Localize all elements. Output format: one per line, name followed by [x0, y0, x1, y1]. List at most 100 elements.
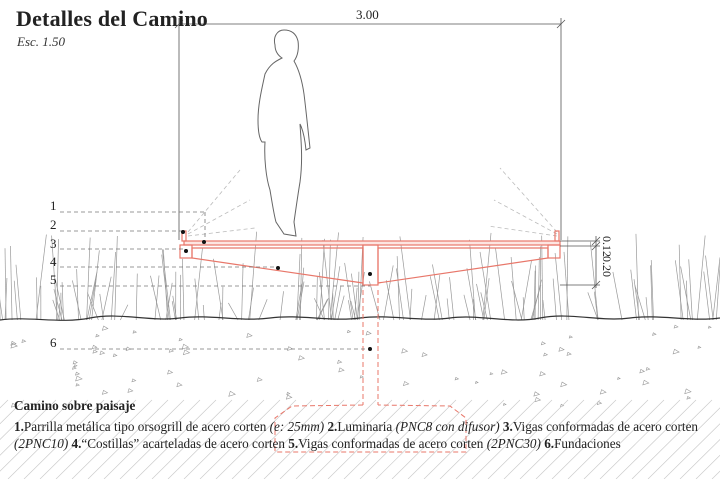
grass-blade — [101, 276, 112, 321]
grass-blade — [154, 275, 160, 321]
soil-speckle — [21, 339, 27, 343]
item-4-num: 4. — [71, 436, 82, 451]
soil-speckle — [645, 367, 651, 371]
grass-blade — [0, 298, 4, 321]
soil-texture — [10, 324, 712, 408]
grass-blade — [4, 248, 7, 321]
soil-speckle — [167, 369, 174, 375]
item-2-note: (PNC8 con difusor) — [395, 419, 500, 434]
grass-blade — [316, 299, 328, 321]
soil-speckle — [568, 335, 574, 339]
grass-blade — [202, 304, 205, 321]
soil-speckle — [74, 371, 81, 376]
hatch-line — [599, 399, 681, 479]
grass-blade — [396, 256, 400, 321]
grass-blade — [385, 280, 395, 321]
grass-blade — [316, 276, 318, 321]
grass-blade — [15, 264, 22, 321]
hatch-line — [679, 439, 720, 479]
grass-blade — [163, 249, 168, 321]
soil-speckle — [346, 329, 352, 334]
hatch-line — [0, 399, 41, 440]
soil-speckle — [686, 396, 692, 400]
grass-blade — [88, 275, 97, 321]
height-dimension — [560, 236, 601, 290]
item-6-text: Fundaciones — [554, 436, 621, 451]
rock-hatch — [0, 399, 720, 479]
grass-blade — [317, 298, 329, 321]
grass-blade — [91, 250, 100, 321]
soil-speckle — [402, 381, 410, 387]
grass-blade — [13, 280, 18, 321]
grass-blade — [534, 265, 537, 321]
leader-lines — [60, 211, 370, 350]
label-5: 5 — [50, 272, 57, 287]
soil-speckle — [365, 330, 372, 336]
hatch-line — [327, 399, 409, 479]
grass-blade — [110, 251, 116, 321]
soil-speckle — [75, 383, 80, 387]
item-2-num: 2. — [327, 419, 338, 434]
steel-structure — [179, 230, 561, 286]
grass-blade — [35, 234, 47, 321]
grass-blade — [531, 279, 542, 321]
hatch-line — [359, 399, 441, 479]
grass-blade — [712, 257, 720, 321]
soil-speckle — [642, 379, 650, 386]
grass-blade — [645, 297, 649, 321]
grass-blade — [194, 278, 200, 321]
grass-blade — [328, 239, 331, 321]
grass-blade — [322, 240, 332, 321]
caption-title: Camino sobre paisaje — [14, 398, 136, 413]
grass-blade — [348, 300, 352, 321]
soil-speckle — [246, 332, 253, 338]
grass-blade — [476, 283, 485, 321]
reference-dots — [181, 230, 372, 351]
hatch-line — [455, 399, 537, 479]
grass-blade — [318, 272, 325, 321]
grass-blade — [357, 271, 360, 321]
grass-blade — [563, 251, 570, 321]
label-6: 6 — [50, 335, 57, 350]
soil-speckle — [707, 325, 712, 329]
soil-speckle — [502, 402, 507, 406]
hatch-line — [263, 399, 345, 479]
grass-blade — [469, 239, 476, 321]
soil-speckle — [489, 372, 494, 376]
soil-speckle — [338, 367, 345, 373]
soil-speckle — [697, 345, 702, 349]
page-title: Detalles del Camino — [16, 6, 209, 31]
soil-speckle — [401, 348, 409, 354]
soil-speckle — [474, 380, 479, 384]
hatch-line — [423, 399, 505, 479]
hatch-line — [663, 423, 720, 479]
hatch-line — [567, 399, 649, 479]
soil-speckle — [285, 394, 293, 400]
grass-blade — [593, 291, 599, 321]
grass-blade — [589, 241, 599, 321]
hatch-line — [631, 399, 713, 479]
hatch-line — [55, 399, 137, 479]
soil-speckle — [543, 352, 549, 357]
grass-blade — [635, 233, 639, 321]
soil-speckle — [286, 391, 291, 396]
hatch-line — [551, 399, 633, 479]
hatch-line — [0, 399, 57, 456]
grass-blade — [299, 237, 303, 321]
soil-speckle — [228, 390, 236, 397]
hatch-line — [151, 399, 233, 479]
caption-body: 1.Parrilla metálica tipo orsogrill de ac… — [14, 418, 714, 452]
grass-blade — [612, 271, 623, 321]
item-5-text: Vigas conformadas de acero corten — [298, 436, 487, 451]
grass-blade — [334, 286, 342, 321]
hatch-line — [311, 399, 393, 479]
soil-speckle — [359, 375, 365, 379]
grass-blade — [705, 255, 714, 321]
grass-blade — [688, 259, 693, 321]
grass-blade — [241, 263, 244, 321]
grass-blade — [680, 266, 692, 321]
grass-blade — [10, 246, 13, 321]
grass-blade — [61, 282, 64, 321]
grass-blade — [552, 278, 557, 321]
